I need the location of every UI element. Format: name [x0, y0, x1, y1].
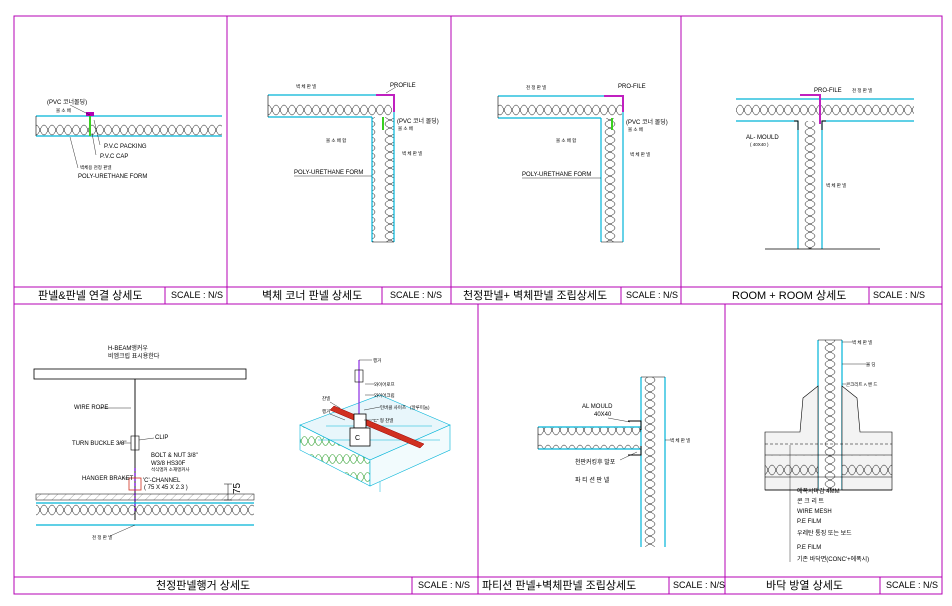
partition-wall-diagram: AL MOULD 40X40 벽 체 판 넬 천판커킹후 발포 파 티 션 판 … — [537, 376, 690, 547]
label-iso-wire-rope: 와이어로프 — [374, 381, 395, 388]
label-wall-panel-top: 벽 체 판 넬 — [296, 83, 316, 90]
label-profile: PRO-FILE — [618, 84, 646, 90]
label-iso-hanger-2: 행거 — [322, 408, 330, 415]
label-c-channel-size: ( 75 X 45 X 2.3 ) — [144, 485, 188, 491]
room-room-diagram: PRO-FILE 천 정 판 넬 AL- MOULD ( 40X40 ) 벽 체… — [736, 87, 914, 250]
label-iso-turnbuckle: 턴버클 사이즈 — [380, 404, 406, 411]
label-bolt-joint: 볼 소 배 합 — [556, 137, 576, 144]
label-pvc-corner: (PVC 코너몰딩) — [47, 98, 87, 106]
label-concrete: 콘 크 리 트 — [797, 497, 825, 505]
title-wall-corner: 벽체 코너 판넬 상세도 — [262, 289, 362, 302]
label-epoxy-finish: 에폭시마감 4MM — [797, 487, 840, 495]
label-iso-aluminium: (알루미늄) — [410, 404, 430, 411]
label-pvc-corner: (PVC 코너 몰딩) — [397, 117, 439, 125]
label-wire-mesh: WIRE MESH — [797, 509, 832, 515]
label-hanger-bracket: HANGER BRAKET — [82, 476, 134, 482]
label-bolt-joint: 볼 소 배 합 — [326, 137, 346, 144]
label-ceiling-panel: 천 정 판 넬 — [526, 84, 546, 90]
label-anchor-note: 석식앵커 소재앵커사 — [151, 466, 190, 473]
label-concrete-band: 콘크리트 A 밴 드 — [846, 381, 877, 388]
title-panel-joint: 판넬&판넬 연결 상세도 — [38, 289, 143, 302]
title-block: 판넬&판넬 연결 상세도 SCALE : N/S 벽체 코너 판넬 상세도 SC… — [38, 288, 938, 592]
label-pe-film-2: P.E FILM — [797, 545, 821, 551]
title-ceiling-hanger: 천정판넬행거 상세도 — [156, 578, 250, 592]
label-wall-panel: 벽 체 판 넬 — [852, 339, 872, 346]
ceiling-wall-diagram: 천 정 판 넬 PRO-FILE (PVC 코너 몰딩) 볼 소 배 볼 소 배… — [497, 84, 668, 243]
label-profile: PROFILE — [390, 83, 416, 89]
label-wall-panel: 벽 체 판 넬 — [826, 182, 846, 189]
label-profile: PRO-FILE — [814, 88, 842, 94]
label-al-mould-size: 40X40 — [594, 412, 612, 418]
label-urethane-board: 우레탄 통징 또는 보드 — [797, 529, 852, 537]
ceiling-hanger-iso: 행거 와이어로프 와이어크립 턴버클 사이즈 (알루미늄) "C" 형 찬넬 찬… — [299, 357, 451, 492]
title-partition-wall: 파티션 판넬+벽체판넬 조립상세도 — [482, 579, 636, 592]
label-hbeam: H-BEAM앵커우 — [108, 344, 148, 352]
ceiling-hanger-diagram: H-BEAM앵커우 비엠크립 표시용한다 WIRE ROPE TURN BUCK… — [33, 344, 255, 540]
label-turn-buckle: TURN BUCKLE 3/8" — [72, 441, 126, 447]
scale-partition-wall: SCALE : N/S — [673, 580, 725, 590]
scale-room-room: SCALE : N/S — [873, 290, 925, 300]
label-existing-floor: 기존 바닥면(CONC'+에폭시) — [797, 555, 869, 563]
label-iso-wire-clip: 와이어크립 — [374, 392, 395, 399]
sheet-frame — [13, 15, 943, 595]
scale-wall-corner: SCALE : N/S — [390, 290, 442, 300]
scale-ceiling-hanger: SCALE : N/S — [418, 580, 470, 590]
label-al-mould: AL- MOULD — [746, 135, 779, 141]
label-pvc-corner: (PVC 코너 몰딩) — [626, 118, 668, 126]
label-pu-form: POLY-URETHANE FORM — [78, 174, 147, 180]
label-pvc-cap: P.V.C CAP — [100, 154, 128, 160]
title-room-room: ROOM + ROOM 상세도 — [732, 289, 846, 302]
label-bolt: 볼 소 배 — [56, 107, 71, 114]
label-wall-panel: 벽 체 판 넬 — [630, 151, 650, 158]
label-pu-form: POLY-URETHANE FORM — [522, 172, 591, 178]
scale-floor-insulation: SCALE : N/S — [886, 580, 938, 590]
label-dimension: 75 — [232, 482, 243, 494]
label-iso-c-channel: "C" 형 찬넬 — [372, 417, 393, 423]
label-anchor-spec: W3/8 HS30F — [151, 461, 186, 467]
label-wall-panel-side: 벽 체 판 넬 — [402, 150, 422, 157]
panel-joint-diagram: (PVC 코너몰딩) 볼 소 배 P.V.C PACKING P.V.C CAP… — [35, 98, 222, 180]
label-iso-channel: 찬넬 — [322, 395, 330, 401]
label-wall-panel: 벽 체 판 넬 — [670, 437, 690, 444]
label-al-mould-size: ( 40X40 ) — [750, 142, 769, 147]
label-molding: 몰 딩 — [866, 361, 876, 368]
label-iso-hanger: 행거 — [373, 357, 381, 364]
label-bolt: 볼 소 배 — [628, 126, 643, 133]
scale-panel-joint: SCALE : N/S — [171, 290, 223, 300]
label-partition-panel: 파 티 션 판 넬 — [575, 476, 610, 484]
title-ceiling-wall: 천정판넬+ 벽체판넬 조립상세도 — [463, 288, 607, 302]
floor-insulation-diagram: 벽 체 판 넬 몰 딩 콘크리트 A 밴 드 에폭시마감 4MM 콘 크 리 트… — [764, 339, 893, 563]
label-c-channel: 'C'-CHANNEL — [143, 478, 181, 484]
label-bolt-nut: BOLT & NUT 3/8" — [151, 453, 198, 459]
label-ceiling-panel: 천 정 판 넬 — [852, 87, 872, 93]
label-wire-rope: WIRE ROPE — [74, 405, 108, 411]
label-iso-c: C — [355, 435, 360, 442]
label-pvc-packing: P.V.C PACKING — [104, 144, 147, 150]
label-pe-film-1: P.E FILM — [797, 519, 821, 525]
title-floor-insulation: 바닥 방열 상세도 — [766, 579, 843, 592]
label-bolt: 볼 소 배 — [398, 125, 413, 132]
label-caulking-foam: 천판커킹후 발포 — [575, 458, 616, 466]
label-beam-clip-note: 비엠크립 표시용한다 — [108, 352, 160, 360]
wall-corner-diagram: 벽 체 판 넬 PROFILE (PVC 코너 몰딩) 볼 소 배 볼 소 배 … — [267, 83, 439, 243]
label-ceiling-panel: 천 정 판 넬 — [92, 534, 112, 540]
label-pu-form: POLY-URETHANE FORM — [294, 170, 363, 176]
label-clip: CLIP — [155, 435, 168, 441]
label-wall-ceiling-panel: 벽체용 천정 판넬 — [80, 164, 111, 171]
scale-ceiling-wall: SCALE : N/S — [626, 290, 678, 300]
label-al-mould: AL MOULD — [582, 404, 613, 410]
